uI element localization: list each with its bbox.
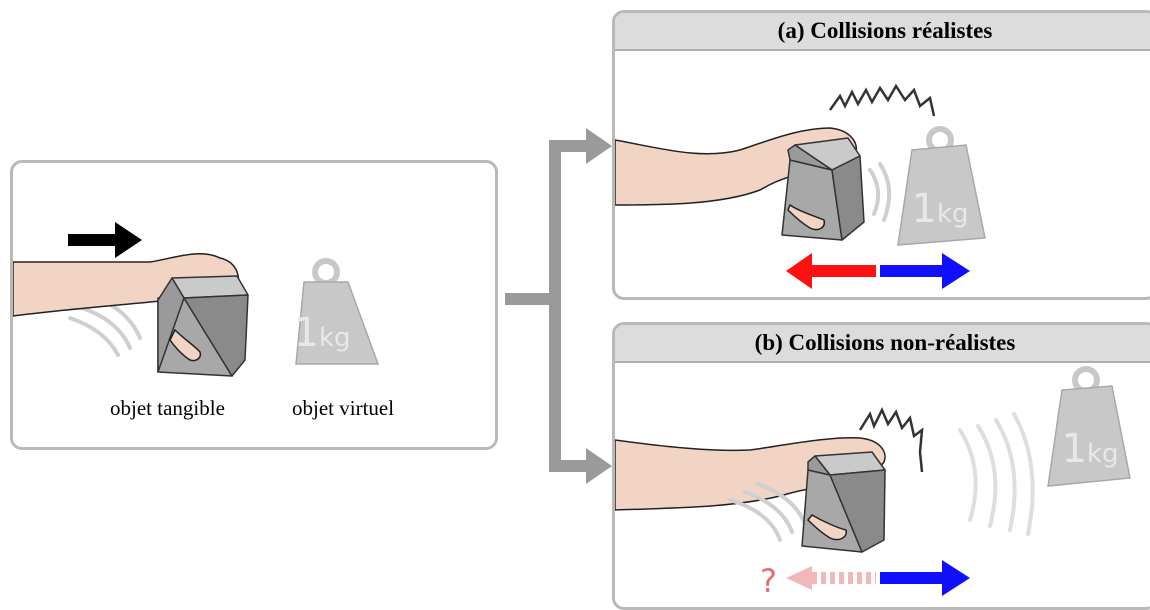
svg-text:1kg: 1kg — [911, 186, 968, 232]
thumb-left — [169, 328, 202, 362]
action-arrow-blue-a — [880, 253, 970, 289]
svg-text:1kg: 1kg — [293, 310, 350, 356]
thumb-a — [787, 203, 826, 231]
connector-arrows — [505, 128, 612, 484]
missing-reaction-arrow — [786, 566, 876, 590]
label-virtual-object: objet virtuel — [292, 396, 395, 420]
panel-a-title: (a) Collisions réalistes — [615, 13, 1150, 51]
panel-a: (a) Collisions réalistes — [612, 10, 1150, 300]
virtual-weight-b: 1kg — [1047, 366, 1131, 487]
motion-lines-b-left — [728, 482, 807, 542]
label-tangible-object: objet tangible — [110, 396, 225, 420]
motion-arrow — [68, 222, 142, 258]
motion-lines-a — [868, 162, 892, 222]
thumb-b — [806, 514, 847, 541]
motion-lines-b-right — [958, 412, 1035, 536]
tangible-cube-a — [781, 137, 865, 241]
arm-left — [13, 252, 240, 317]
connector-arrowhead-b — [586, 448, 612, 484]
tangible-cube-left — [157, 275, 249, 377]
impact-mark-a — [828, 83, 936, 117]
question-mark: ? — [760, 562, 777, 600]
connector-arrowhead-a — [586, 128, 612, 164]
virtual-weight-a: 1kg — [897, 126, 986, 246]
svg-text:1kg: 1kg — [1061, 426, 1118, 472]
action-arrow-blue-b — [880, 560, 970, 596]
impact-mark-b — [858, 407, 924, 473]
virtual-weight-left: 1kg — [293, 258, 380, 365]
panel-b-title: (b) Collisions non-réalistes — [615, 325, 1150, 363]
reaction-arrow-red — [786, 253, 876, 289]
